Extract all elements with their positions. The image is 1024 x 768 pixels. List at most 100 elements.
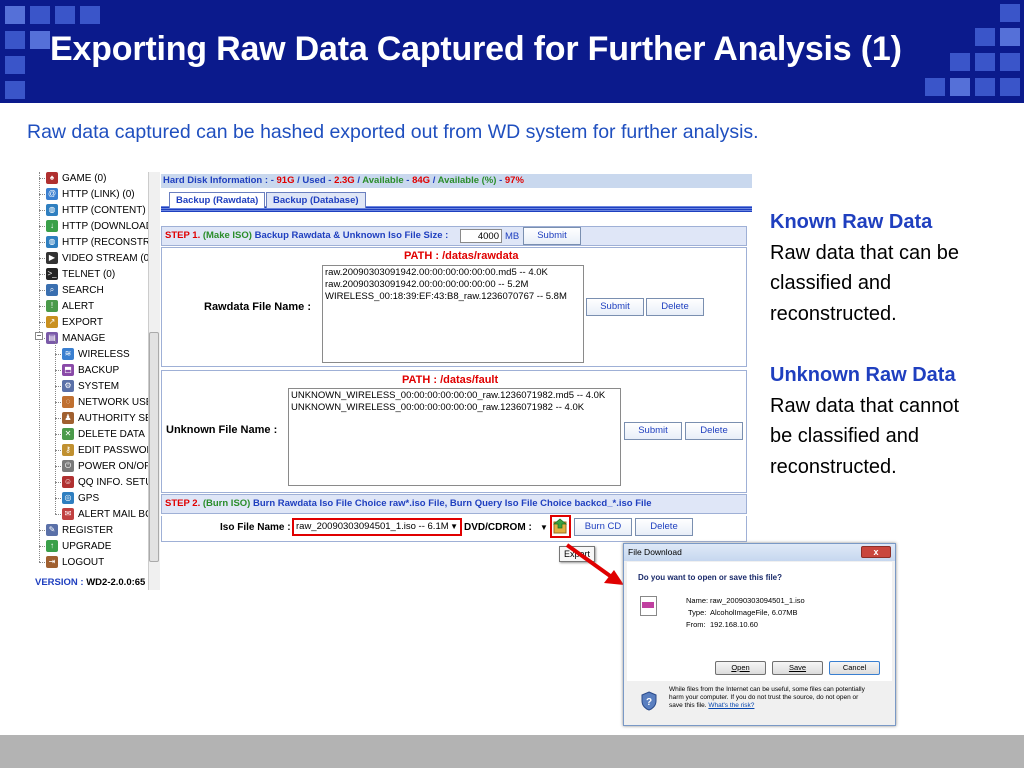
rawdata-file-item[interactable]: raw.20090303091942.00:00:00:00:00:00.md5… [325, 267, 548, 278]
tree-item-gps[interactable]: ◎GPS [62, 490, 99, 506]
tree-connector [55, 370, 61, 371]
rawdata-submit-button[interactable]: Submit [586, 298, 644, 316]
unknown-file-item[interactable]: UNKNOWN_WIRELESS_00:00:00:00:00:00_raw.1… [291, 402, 585, 413]
known-raw-note: Known Raw Data Raw data that can be clas… [770, 207, 959, 329]
tab-backup-rawdata[interactable]: Backup (Rawdata) [169, 192, 266, 208]
header-square [1000, 78, 1020, 96]
tree-item-label: AUTHORITY SE [78, 412, 148, 424]
tree-item-label: GAME (0) [62, 172, 107, 184]
disk-used: 2.3G [334, 175, 355, 186]
tree-item-label: WIRELESS [78, 348, 130, 360]
tree-item-wireless[interactable]: ≋WIRELESS [62, 346, 130, 362]
search-icon: ⌕ [46, 284, 58, 296]
step1-text: Backup Rawdata & Unknown Iso File Size : [254, 230, 449, 241]
network-icon: ◌ [62, 396, 74, 408]
tree-item-alert-mail-bo[interactable]: ✉ALERT MAIL BO [62, 506, 148, 522]
tree-connector [39, 226, 45, 227]
dialog-title: File Download [628, 547, 682, 557]
dialog-close-button[interactable]: x [861, 546, 891, 558]
rawdata-file-item[interactable]: WIRELESS_00:18:39:EF:43:B8_raw.123607076… [325, 291, 567, 302]
tree-item-label: QQ INFO. SETU [78, 476, 148, 488]
version-info: VERSION : WD2-2.0.0:65 [35, 577, 145, 588]
tree-item-telnet-0[interactable]: >_TELNET (0) [46, 266, 115, 282]
tree-item-authority-se[interactable]: ♟AUTHORITY SE [62, 410, 148, 426]
export-button[interactable] [550, 515, 571, 538]
rawdata-path: PATH : /datas/rawdata [404, 250, 519, 262]
main-panel: Hard Disk Information : - 91G / Used - 2… [161, 172, 752, 590]
tree-item-http-download[interactable]: ↓HTTP (DOWNLOAD [46, 218, 148, 234]
rawdata-file-list[interactable]: raw.20090303091942.00:00:00:00:00:00.md5… [322, 265, 584, 363]
known-raw-line: reconstructed. [770, 302, 897, 325]
tree-item-qq-info-setu[interactable]: ☺QQ INFO. SETU [62, 474, 148, 490]
tree-connector [39, 530, 45, 531]
header-square [30, 6, 50, 24]
dialog-title-bar: File Download [624, 544, 895, 561]
tree-item-power-on-of[interactable]: ⏻POWER ON/OF [62, 458, 148, 474]
tree-connector [55, 466, 61, 467]
rawdata-delete-button[interactable]: Delete [646, 298, 704, 316]
header-square [1000, 4, 1020, 22]
tree-item-edit-passwor[interactable]: ⚷EDIT PASSWOR [62, 442, 148, 458]
rawdata-file-item[interactable]: raw.20090303091942.00:00:00:00:00:00 -- … [325, 279, 529, 290]
unknown-submit-button[interactable]: Submit [624, 422, 682, 440]
tree-item-network-use[interactable]: ◌NETWORK USE [62, 394, 148, 410]
header-square [80, 6, 100, 24]
tree-connector [55, 386, 61, 387]
tree-item-upgrade[interactable]: ↑UPGRADE [46, 538, 111, 554]
tree-connector [55, 354, 61, 355]
tree-item-search[interactable]: ⌕SEARCH [46, 282, 104, 298]
logout-icon: ⇥ [46, 556, 58, 568]
tree-item-label: EXPORT [62, 316, 103, 328]
tree-connector [39, 178, 45, 179]
step2-delete-button[interactable]: Delete [635, 518, 693, 536]
backup-icon: ⬒ [62, 364, 74, 376]
iso-file-label: Iso File Name : [220, 522, 291, 533]
iso-size-input[interactable]: 4000 [460, 229, 502, 243]
tree-item-label: ALERT [62, 300, 95, 312]
tree-item-http-reconstru[interactable]: ◍HTTP (RECONSTRU [46, 234, 148, 250]
tree-item-system[interactable]: ⚙SYSTEM [62, 378, 119, 394]
dialog-cancel-button[interactable]: Cancel [829, 661, 880, 675]
step2-text: Burn Rawdata Iso File Choice raw*.iso Fi… [252, 498, 652, 509]
step2-bar: STEP 2. (Burn ISO) Burn Rawdata Iso File… [161, 494, 747, 514]
dvd-select-chevron-icon[interactable]: ▼ [540, 523, 548, 532]
tree-item-register[interactable]: ✎REGISTER [46, 522, 113, 538]
unknown-file-list[interactable]: UNKNOWN_WIRELESS_00:00:00:00:00:00_raw.1… [288, 388, 621, 486]
tree-connector [39, 242, 45, 243]
link-icon: @ [46, 188, 58, 200]
tree-item-alert[interactable]: !ALERT [46, 298, 94, 314]
tree-connector [39, 322, 45, 323]
tree-item-video-stream-0[interactable]: ▶VIDEO STREAM (0) [46, 250, 148, 266]
tree-item-export[interactable]: ↗EXPORT [46, 314, 103, 330]
tree-item-logout[interactable]: ⇥ LOGOUT [46, 554, 104, 570]
tree-item-http-content[interactable]: ◍HTTP (CONTENT) ( [46, 202, 148, 218]
tree-connector [55, 498, 61, 499]
tree-item-http-link-0[interactable]: @HTTP (LINK) (0) [46, 186, 135, 202]
tree-connector [39, 258, 45, 259]
warning-line: While files from the Internet can be use… [669, 686, 865, 693]
tree-item-label: GPS [78, 492, 100, 504]
tree-item-delete-data[interactable]: ✕DELETE DATA [62, 426, 145, 442]
iso-file-icon [640, 596, 657, 616]
unknown-file-item[interactable]: UNKNOWN_WIRELESS_00:00:00:00:00:00_raw.1… [291, 390, 606, 401]
tab-backup-database[interactable]: Backup (Database) [266, 192, 366, 208]
tree-item-game-0[interactable]: ♠GAME (0) [46, 172, 106, 186]
collapse-toggle-icon[interactable]: − [35, 331, 43, 340]
tree-scroll-thumb[interactable] [149, 332, 159, 562]
iso-file-select[interactable]: raw_20090303094501_1.iso -- 6.1M ▼ [292, 518, 462, 536]
whats-the-risk-link[interactable]: What's the risk? [708, 702, 755, 709]
disk-label: Hard Disk Information : [163, 175, 269, 186]
unknown-label: Unknown File Name : [166, 424, 278, 436]
globe-icon: ◍ [46, 236, 58, 248]
burn-cd-button[interactable]: Burn CD [574, 518, 632, 536]
tree-item-backup[interactable]: ⬒BACKUP [62, 362, 119, 378]
step1-submit-button[interactable]: Submit [523, 227, 581, 245]
tree-item-label: MANAGE [62, 332, 106, 344]
tree-item-label: LOGOUT [62, 556, 105, 568]
dialog-open-button[interactable]: Open [715, 661, 766, 675]
disk-info-bar: Hard Disk Information : - 91G / Used - 2… [161, 174, 752, 188]
unknown-delete-button[interactable]: Delete [685, 422, 743, 440]
tree-connector [55, 402, 61, 403]
dialog-save-button[interactable]: Save [772, 661, 823, 675]
tree-connector [39, 210, 45, 211]
